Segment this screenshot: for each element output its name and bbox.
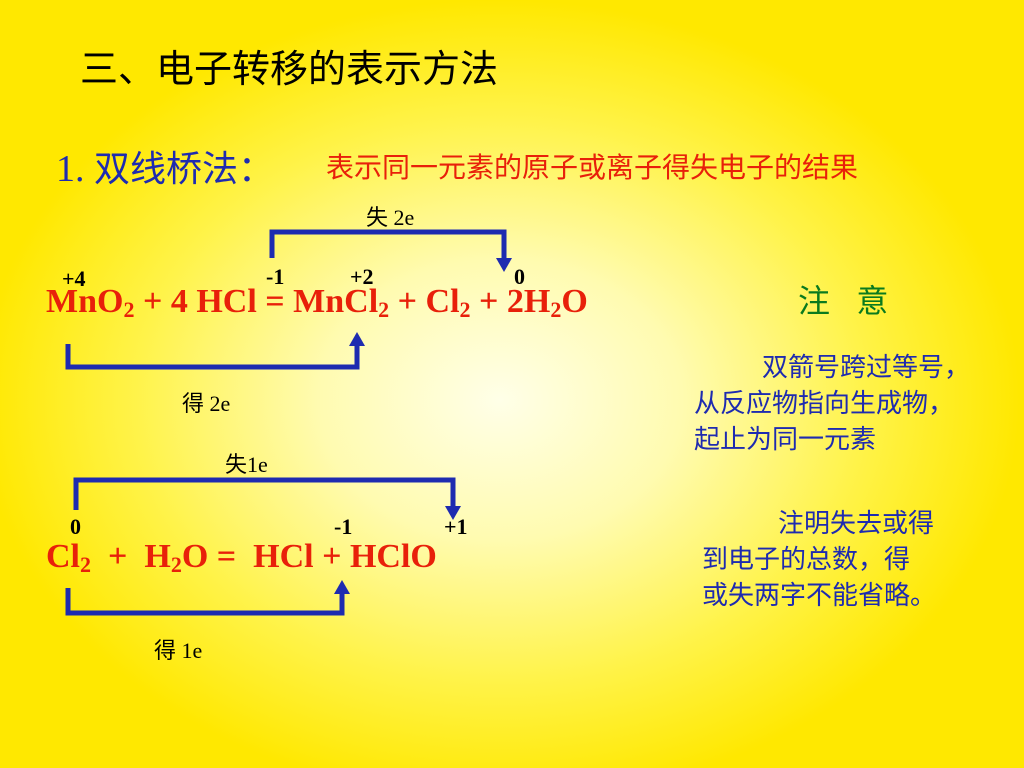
ox-state-mn-right: +2 [350,264,374,289]
eq2-sub: 2 [80,552,91,577]
lose-arrow-1 [269,229,507,266]
eq1-part: + Cl [389,283,460,320]
ox-state-cl-left: -1 [266,264,285,289]
reaction-equation-2: Cl2 + H2O = HCl + HClO [46,538,437,576]
eq2-part: O = HCl + HClO [181,538,437,575]
eq1-sub: 2 [550,297,562,322]
gain-label-1: 得 2e [182,391,231,416]
slide-title: 三、电子转移的表示方法 [80,47,499,91]
eq2-sub: 2 [170,552,182,577]
note1-line: 起止为同一元素 [694,425,877,455]
eq1-part: + 2H [470,283,551,320]
reaction-equation-1: MnO2 + 4 HCl = MnCl2 + Cl2 + 2H2O [46,283,588,321]
note-arrows: 双箭号跨过等号， 从反应物指向生成物， 起止为同一元素 [694,350,970,458]
method-name: 双线桥法： [94,149,275,190]
gain-arrow-2 [65,586,345,616]
ox-state-hcl: -1 [334,514,353,539]
ox-state-mn-left: +4 [62,266,86,291]
ox-state-hclo: +1 [444,514,468,539]
note2-line: 注明失去或得 [778,509,935,539]
gain-label-2: 得 1e [154,638,203,663]
ox-state-cl2: 0 [70,514,81,539]
note2-line: 或失两字不能省略。 [702,581,937,611]
method-heading: 1. 双线桥法： [56,140,274,192]
eq2-part: + H [91,538,171,575]
method-number: 1. [56,148,85,190]
lose-arrow-2 [73,477,456,514]
note2-line: 到电子的总数，得 [702,545,911,575]
eq1-part: + 4 HCl = MnCl [134,283,379,320]
eq1-sub: 2 [378,297,390,322]
ox-state-cl-right: 0 [514,264,525,289]
note1-line: 从反应物指向生成物， [694,389,955,419]
eq1-part: O [561,283,588,320]
eq1-sub: 2 [123,297,135,322]
notes-heading: 注 意 [798,282,891,320]
note-electrons: 注明失去或得 到电子的总数，得 或失两字不能省略。 [702,506,936,614]
lose-label-2: 失1e [225,452,268,477]
lose-label-1: 失 2e [366,205,415,230]
note1-line: 双箭号跨过等号， [762,353,971,383]
gain-arrow-1 [65,338,360,370]
eq1-sub: 2 [459,297,471,322]
method-description: 表示同一元素的原子或离子得失电子的结果 [326,151,859,184]
eq1-part: MnO [46,283,124,320]
eq2-part: Cl [46,538,80,575]
